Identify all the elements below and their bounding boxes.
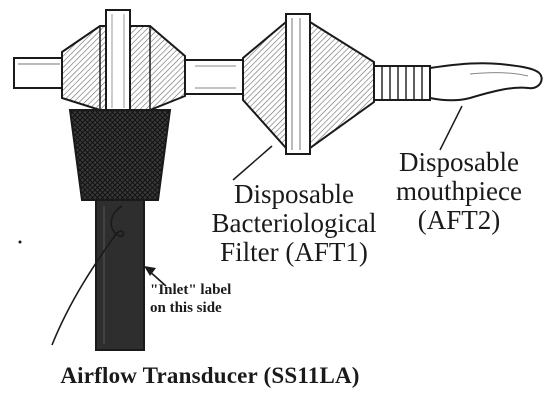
inlet-label: "Inlet" label on this side (150, 282, 268, 317)
inlet-label-line-1: "Inlet" label (150, 282, 268, 300)
transducer-body (62, 10, 185, 112)
stray-dot (19, 241, 22, 244)
mouthpiece-label-line-3: (AFT2) (370, 206, 548, 235)
filter-label-line-3: Filter (AFT1) (178, 238, 410, 267)
mouthpiece-leader-line (440, 106, 462, 150)
inlet-label-line-2: on this side (150, 300, 268, 318)
inlet-pipe (14, 58, 64, 88)
mouthpiece-label-line-2: mouthpiece (370, 177, 548, 206)
mouthpiece-label: Disposable mouthpiece (AFT2) (370, 148, 548, 235)
mouthpiece (374, 63, 542, 100)
filter-leader-line (233, 146, 272, 180)
mouthpiece-label-line-1: Disposable (370, 148, 548, 177)
connector-tube (185, 60, 243, 94)
bacteriological-filter (243, 14, 374, 154)
figure-caption: Airflow Transducer (SS11LA) (0, 364, 420, 389)
